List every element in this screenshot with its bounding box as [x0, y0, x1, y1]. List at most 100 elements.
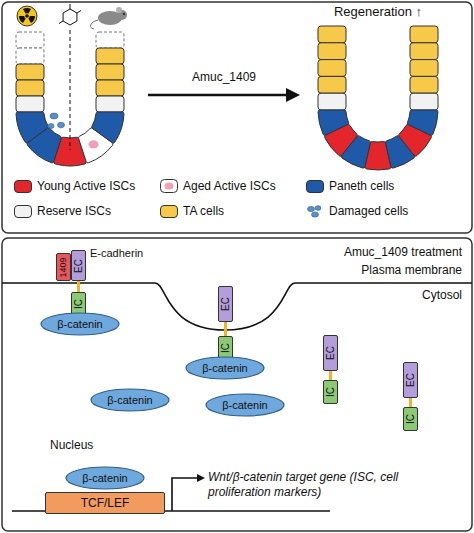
amuc-protein-box: 1409	[56, 253, 71, 281]
crypt-cell	[96, 32, 124, 48]
legend-swatch	[14, 180, 32, 193]
extracellular-domain: EC	[403, 362, 418, 398]
legend-symbol	[160, 179, 178, 193]
extracellular-domain: EC	[218, 286, 233, 322]
crypt-cell	[96, 48, 124, 64]
node-label: IC	[406, 414, 416, 424]
damaged-cell	[48, 124, 54, 129]
crypt-cell	[16, 96, 44, 112]
beta-catenin: β-catenin	[65, 466, 145, 490]
crypt-cell	[410, 93, 438, 110]
arrow-head	[197, 474, 205, 482]
outcome-label: Regeneration ↑	[334, 4, 422, 20]
legend-item: Young Active ISCs	[14, 178, 135, 194]
crypt-cell	[410, 60, 438, 77]
damaged-cell	[50, 113, 58, 119]
extracellular-domain: EC	[71, 250, 86, 281]
legend-symbol	[306, 204, 324, 218]
node-label: IC	[221, 343, 231, 353]
linker-connector	[329, 371, 332, 380]
region-label: Cytosol	[422, 288, 462, 303]
node-label: β-catenin	[107, 395, 152, 406]
legend-item: Reserve ISCs	[14, 203, 111, 219]
crypt-cell	[407, 110, 438, 135]
legend-swatch	[160, 205, 178, 218]
node-label: EC	[406, 373, 416, 387]
legend-swatch	[14, 205, 32, 218]
transcription-arrow	[172, 478, 198, 511]
node-label: EC	[221, 297, 231, 311]
node-label: IC	[74, 299, 84, 309]
plasma-membrane	[2, 283, 472, 330]
crypt-cell	[16, 64, 44, 80]
process-arrow	[148, 94, 288, 97]
crypt-cell	[410, 26, 438, 43]
crypt-cell	[318, 26, 346, 43]
crypt-cell	[16, 48, 44, 64]
panel-frame	[2, 2, 472, 233]
legend-swatch	[306, 180, 324, 193]
aged-nucleus	[89, 140, 99, 148]
crypt-cell	[318, 43, 346, 60]
arrow-head	[286, 88, 300, 102]
crypt-cell	[96, 80, 124, 96]
treatment-label: Amuc_1409	[192, 70, 256, 85]
chemical-structure	[59, 4, 81, 25]
condition-label: Amuc_1409 treatment	[344, 245, 462, 260]
transcription-factor-box: TCF/LEF	[45, 492, 165, 514]
legend-label: Damaged cells	[329, 204, 408, 218]
legend-item: Damaged cells	[306, 203, 408, 219]
legend-label: Young Active ISCs	[37, 179, 135, 193]
crypt-cell	[318, 76, 346, 93]
node-label: β-catenin	[222, 400, 267, 411]
legend-label: Aged Active ISCs	[183, 179, 276, 193]
legend-item: Aged Active ISCs	[160, 178, 276, 194]
intracellular-domain: IC	[323, 380, 338, 404]
crypt-cell	[92, 112, 124, 143]
crypt	[318, 26, 438, 170]
panel-frame	[2, 238, 472, 531]
legend-label: Paneth cells	[329, 179, 394, 193]
region-label: Nucleus	[50, 438, 93, 453]
legend-label: TA cells	[183, 204, 224, 218]
intracellular-domain: IC	[403, 407, 418, 431]
beta-catenin: β-catenin	[205, 393, 285, 417]
protein-label: E-cadherin	[90, 247, 143, 261]
node-label: β-catenin	[202, 363, 247, 374]
legend-label: Reserve ISCs	[37, 204, 111, 218]
linker-connector	[409, 398, 412, 407]
intracellular-domain: IC	[218, 336, 233, 360]
node-label: 1409	[59, 257, 68, 277]
mouse-icon	[91, 7, 127, 29]
extracellular-domain: EC	[323, 335, 338, 371]
node-label: IC	[326, 387, 336, 397]
node-label: β-catenin	[82, 473, 127, 484]
crypt-cell	[16, 32, 44, 48]
legend-item: TA cells	[160, 203, 224, 219]
divider-line	[70, 30, 71, 150]
legend-item: Paneth cells	[306, 178, 394, 194]
crypt-cell	[96, 96, 124, 112]
crypt-cell	[410, 43, 438, 60]
node-label: β-catenin	[57, 319, 102, 330]
radiation-symbol	[17, 6, 37, 26]
crypt-cell	[318, 60, 346, 77]
node-label: EC	[326, 346, 336, 360]
beta-catenin: β-catenin	[185, 356, 265, 380]
crypt-cell	[96, 64, 124, 80]
gene-label: Wnt/β-catenin target gene (ISC, cell pro…	[208, 470, 400, 500]
damaged-cell	[58, 122, 65, 128]
crypt-cell	[318, 93, 346, 110]
linker-connector	[224, 322, 227, 336]
crypt-cell	[16, 80, 44, 96]
node-label: TCF/LEF	[81, 497, 130, 509]
beta-catenin: β-catenin	[40, 312, 120, 336]
intracellular-domain: IC	[71, 292, 86, 316]
crypt-cell	[410, 76, 438, 93]
linker-connector	[77, 281, 80, 292]
node-label: EC	[74, 259, 84, 273]
region-label: Plasma membrane	[361, 263, 462, 278]
beta-catenin: β-catenin	[90, 388, 170, 412]
